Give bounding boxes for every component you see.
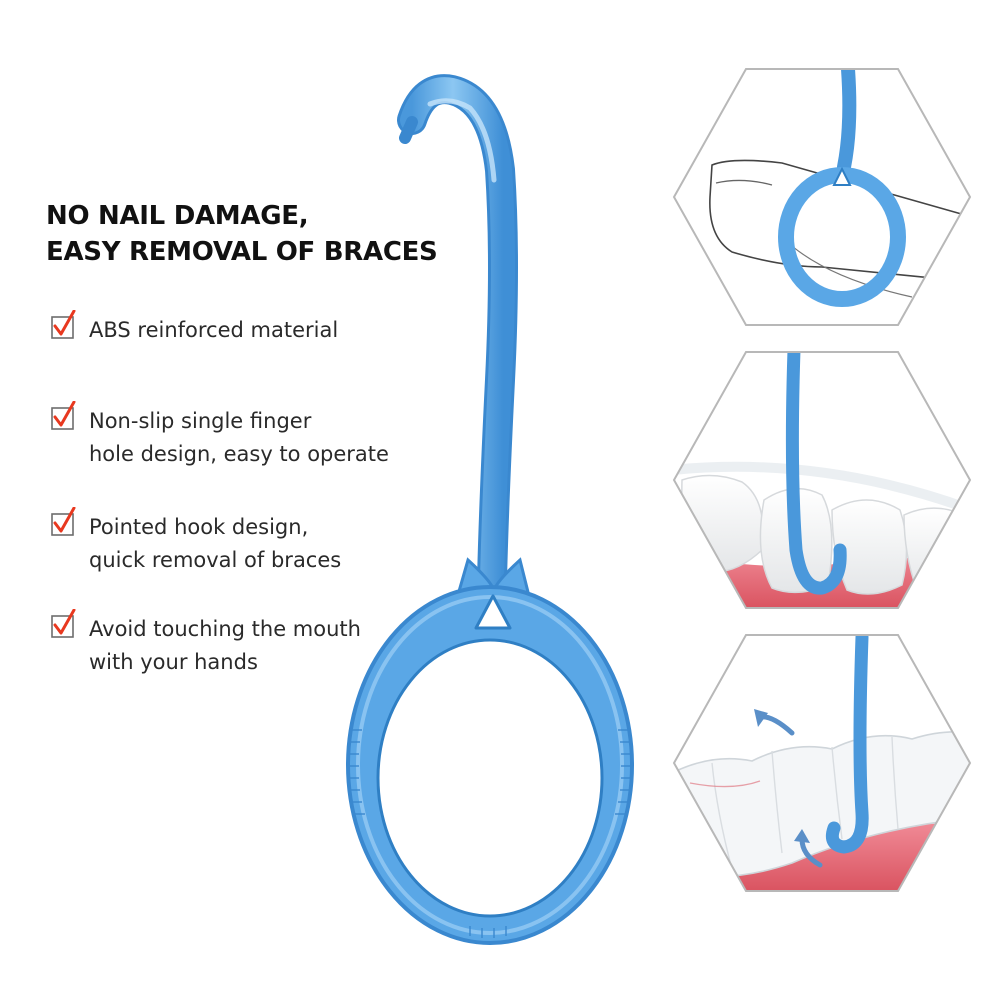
checkbox-check-icon [51, 401, 76, 430]
aligner-removal-tool-image [346, 74, 634, 945]
usage-panel-teeth [672, 351, 972, 609]
feature-line: Avoid touching the mouth [89, 617, 361, 641]
feature-item-hook: Pointed hook design, quick removal of br… [50, 507, 341, 577]
usage-panel-finger [672, 68, 972, 326]
headline-line-2: EASY REMOVAL OF BRACES [46, 237, 438, 267]
headline: NO NAIL DAMAGE, EASY REMOVAL OF BRACES [46, 198, 438, 270]
feature-line: with your hands [89, 650, 258, 674]
checkbox-check-icon [51, 609, 76, 638]
checkbox-check-icon [51, 310, 76, 339]
feature-line: Non-slip single finger [89, 409, 312, 433]
feature-text: Pointed hook design, quick removal of br… [89, 511, 341, 577]
checkbox-check-icon [51, 507, 76, 536]
feature-line: ABS reinforced material [89, 318, 339, 342]
feature-line: Pointed hook design, [89, 515, 309, 539]
feature-line: quick removal of braces [89, 548, 342, 572]
feature-text: ABS reinforced material [89, 314, 338, 347]
usage-panel-aligner [672, 634, 972, 892]
feature-item-hygiene: Avoid touching the mouth with your hands [50, 609, 361, 679]
feature-text: Avoid touching the mouth with your hands [89, 613, 361, 679]
headline-line-1: NO NAIL DAMAGE, [46, 201, 309, 231]
feature-line: hole design, easy to operate [89, 442, 389, 466]
feature-item-material: ABS reinforced material [50, 310, 338, 347]
feature-text: Non-slip single finger hole design, easy… [89, 405, 389, 471]
feature-item-finger-hole: Non-slip single finger hole design, easy… [50, 401, 389, 471]
